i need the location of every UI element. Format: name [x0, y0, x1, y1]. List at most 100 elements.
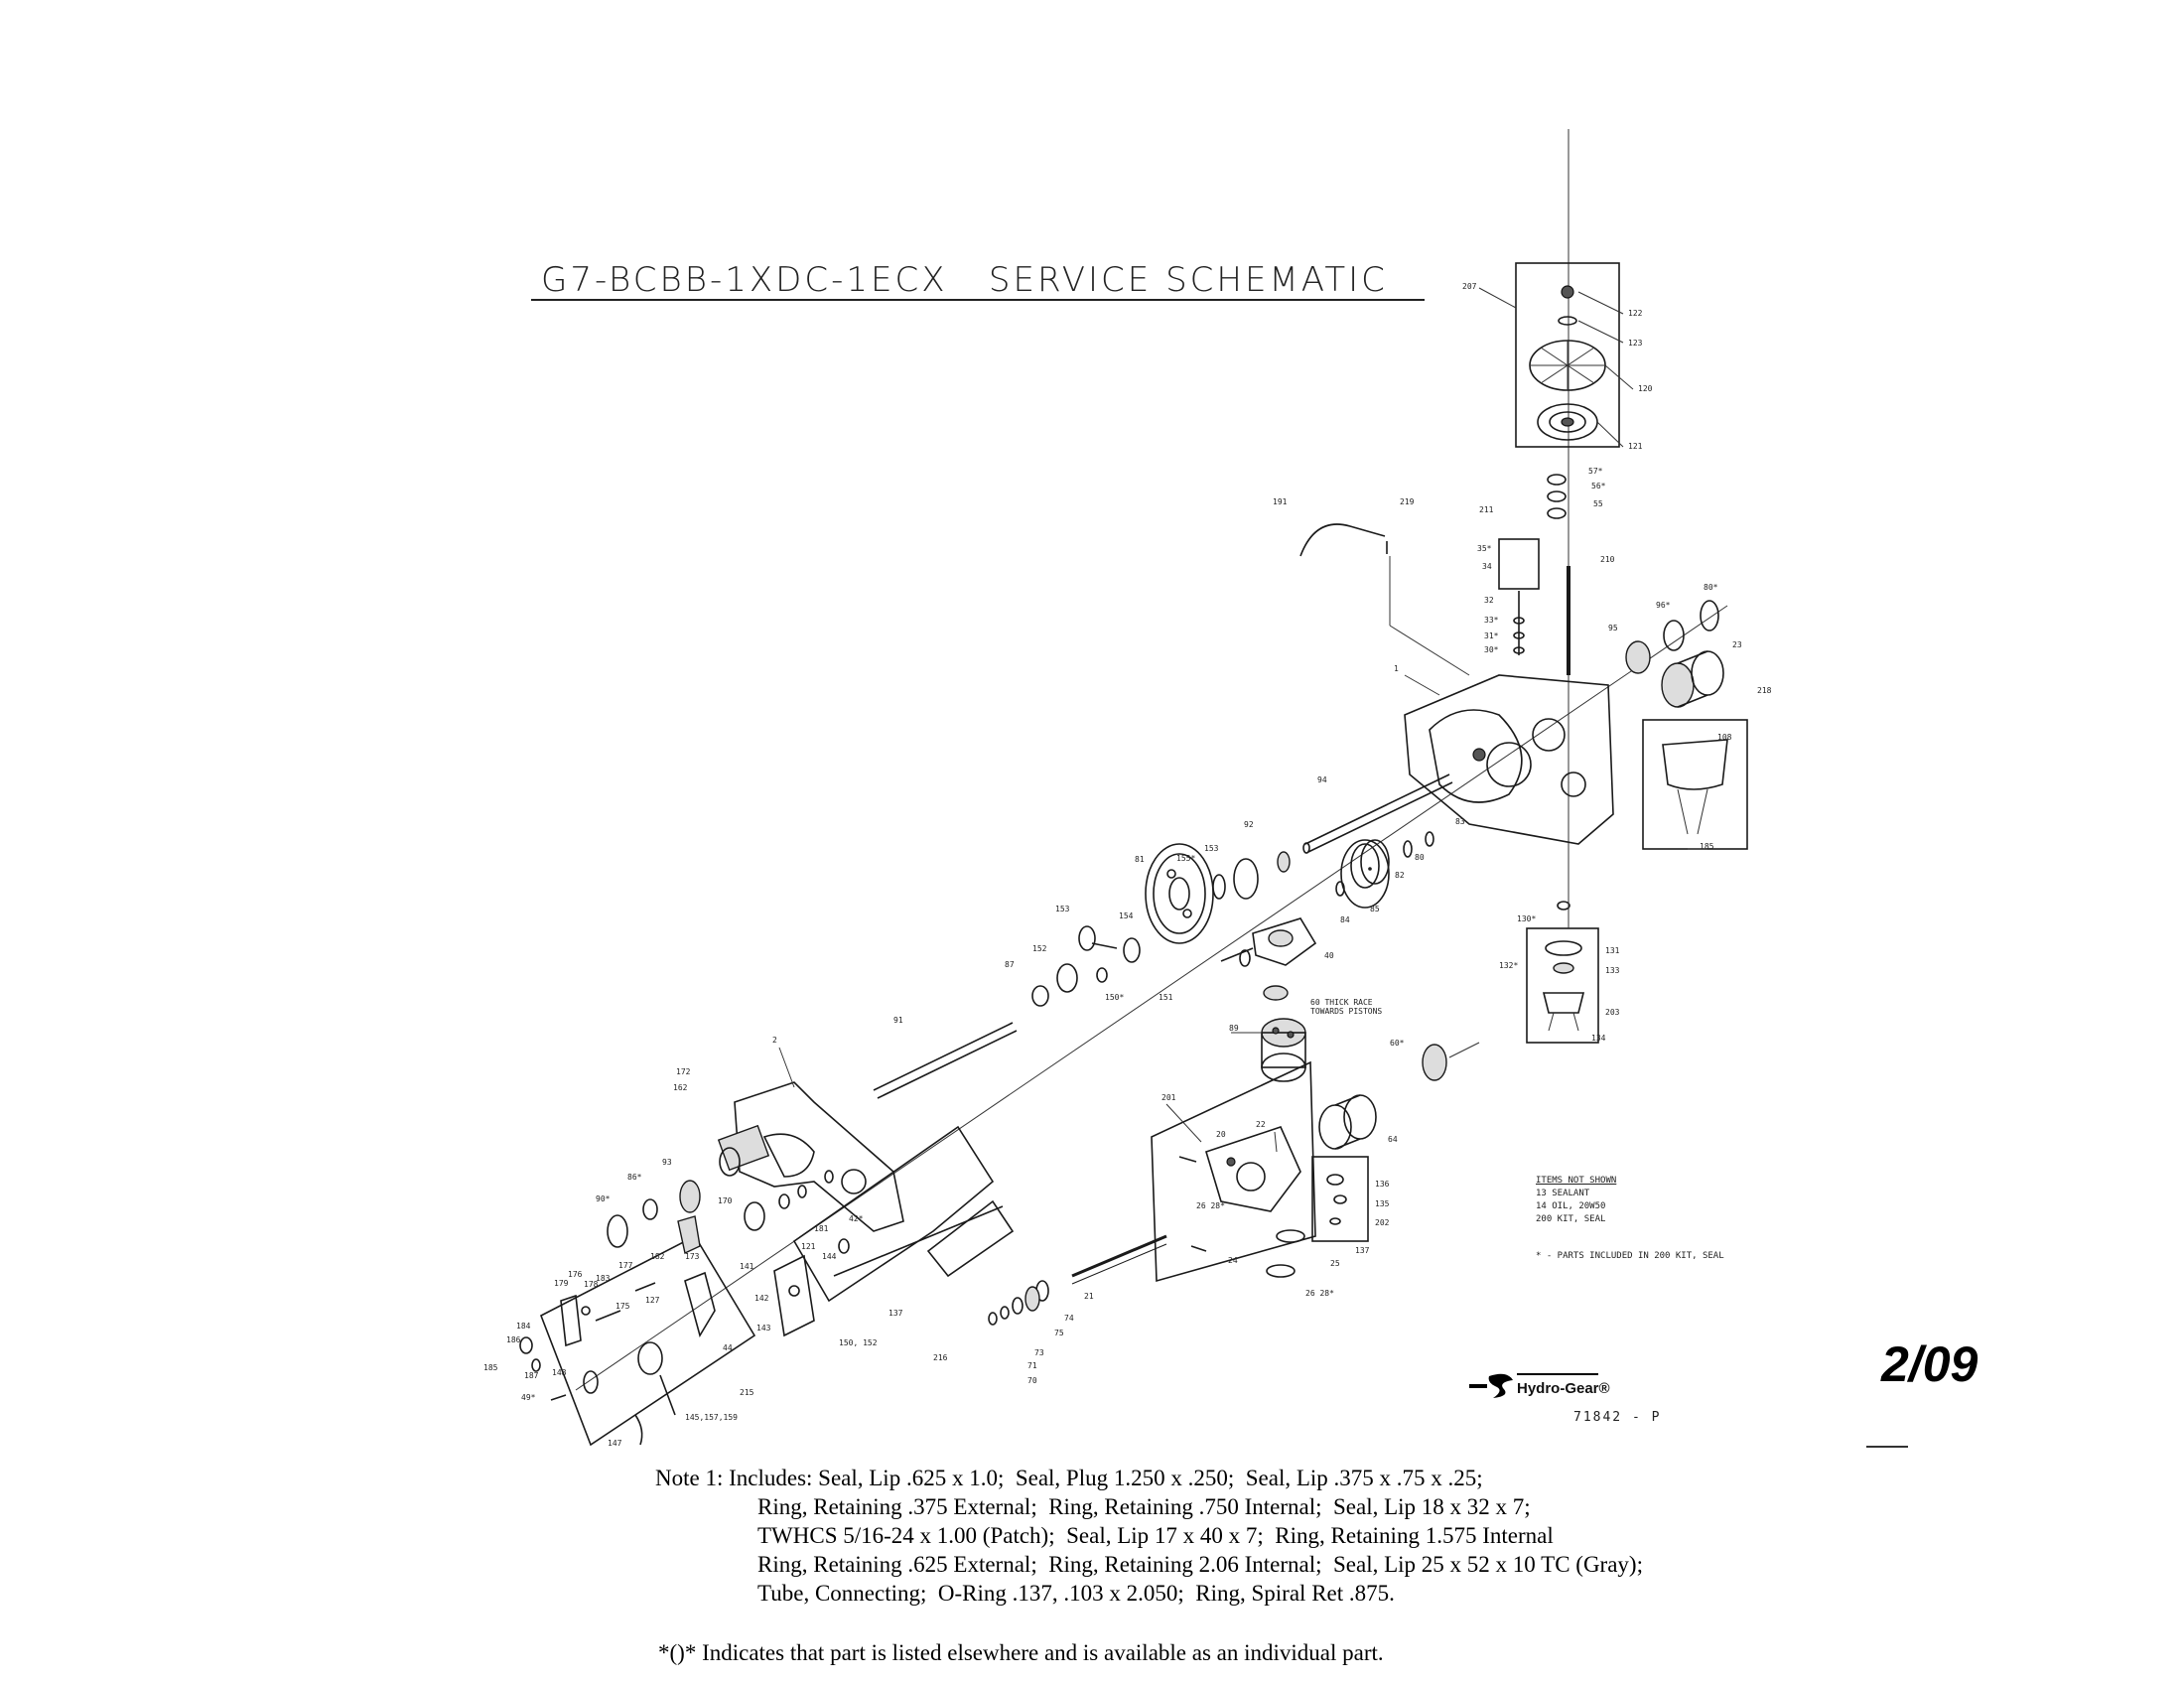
callout-178: 178: [584, 1280, 599, 1289]
washer-87: [1031, 985, 1049, 1007]
o-ring-33: [1513, 617, 1525, 625]
seal-57: [1547, 474, 1567, 486]
callout-150: 150*: [1105, 993, 1124, 1002]
page-rule: [1866, 1446, 1908, 1448]
callout-96: 96*: [1656, 601, 1671, 610]
ball-202: [1329, 1217, 1341, 1225]
o-ring-130: [1557, 901, 1570, 911]
callout-179: 179: [554, 1279, 569, 1288]
pump-group-box: [1151, 1060, 1316, 1283]
washer-92: [1277, 851, 1291, 873]
valve-group-box: [1498, 538, 1540, 590]
thrust-bearing-60: [1263, 985, 1289, 1001]
washer-123: [1558, 316, 1577, 326]
callout-82: 82: [1395, 871, 1405, 880]
ring-80a: [1700, 600, 1719, 632]
callout-120: 120: [1638, 384, 1653, 393]
callout-57: 57*: [1588, 467, 1603, 476]
kit-note: * - PARTS INCLUDED IN 200 KIT, SEAL: [1536, 1251, 1724, 1261]
callout-42: 42*: [849, 1214, 864, 1223]
callout-132: 132*: [1499, 961, 1518, 970]
callout-84: 84: [1340, 915, 1350, 924]
callout-123: 123: [1628, 339, 1643, 348]
callout-148: 148: [552, 1368, 567, 1377]
callout-83: 83: [1455, 817, 1465, 826]
callout-87: 87: [1005, 960, 1015, 969]
ring-131: [1545, 940, 1582, 956]
items-not-shown-row: 13 SEALANT: [1536, 1189, 1590, 1198]
gear-84: [1340, 839, 1390, 909]
schematic-title: G7-BCBB-1XDC-1ECX SERVICE SCHEMATIC: [541, 260, 1388, 300]
callout-60-note: 60 THICK RACE: [1310, 998, 1373, 1007]
bevel-gear-153a: [1233, 858, 1259, 900]
note-line: TWHCS 5/16-24 x 1.00 (Patch); Seal, Lip …: [757, 1523, 1554, 1548]
rod-216: [833, 1205, 1004, 1277]
center-section-40: [1220, 917, 1317, 967]
callout-55: 55: [1593, 499, 1603, 508]
callout-154: 154: [1119, 912, 1134, 920]
seal-60: [1422, 1044, 1447, 1081]
callout-93: 93: [662, 1158, 672, 1167]
callout-30: 30*: [1484, 645, 1499, 654]
bolt-24b: [1190, 1245, 1207, 1252]
cover-203: [1542, 992, 1585, 1014]
seal-56: [1547, 491, 1567, 502]
callout-1: 1: [1394, 664, 1399, 673]
date-stamp: 2/09: [1881, 1336, 1979, 1392]
spring-177: [595, 1310, 621, 1322]
callout-22: 22: [1256, 1120, 1266, 1129]
callout-207: 207: [1462, 282, 1477, 291]
legend-note: *()* Indicates that part is listed elsew…: [658, 1640, 1384, 1665]
bypass-group-box: [539, 1234, 756, 1447]
callout-92: 92: [1244, 820, 1254, 829]
pump-body-20: [1205, 1126, 1301, 1212]
ring-90: [607, 1214, 628, 1248]
bolt-134b: [1572, 1012, 1579, 1032]
callout-33: 33*: [1484, 616, 1499, 625]
leader-lines: [778, 287, 1707, 1143]
callout-218: 218: [1757, 686, 1772, 695]
callout-187: 187: [524, 1371, 539, 1380]
callout-2628: 26 28*: [1196, 1201, 1225, 1210]
callout-2628b: 26 28*: [1305, 1289, 1334, 1298]
callout-175: 175: [615, 1302, 630, 1311]
ring-71: [1000, 1306, 1010, 1320]
gerotor-133: [1553, 962, 1574, 974]
pin-176: [581, 1306, 591, 1316]
callout-191: 191: [1273, 497, 1288, 506]
o-ring-42: [824, 1170, 834, 1184]
callout-31: 31*: [1484, 632, 1499, 640]
callout-60: 60*: [1390, 1039, 1405, 1048]
bull-gear-84: [1368, 867, 1372, 871]
callout-23: 23: [1732, 640, 1742, 649]
title-underline: [531, 299, 1425, 301]
callout-153b: 153: [1055, 905, 1070, 913]
items-not-shown-heading: ITEMS NOT SHOWN: [1536, 1176, 1617, 1186]
callout-121b: 121: [801, 1242, 816, 1251]
items-not-shown-list: ITEMS NOT SHOWN 13 SEALANT 14 OIL, 20W50…: [1536, 1175, 1616, 1226]
callout-56: 56*: [1591, 482, 1606, 491]
callout-34: 34: [1482, 562, 1492, 571]
callout-24: 24: [1228, 1256, 1238, 1265]
callout-210: 210: [1600, 555, 1615, 564]
axle-94: [1302, 773, 1453, 854]
callout-25: 25: [1330, 1259, 1340, 1268]
bevel-gear-153b: [1078, 925, 1096, 951]
callout-40: 40: [1324, 951, 1334, 960]
callout-181: 181: [814, 1224, 829, 1233]
ring-181: [797, 1185, 807, 1198]
hydro-gear-logo: [1469, 1373, 1598, 1398]
pulley-121: [1537, 403, 1598, 441]
bearing-93: [679, 1180, 701, 1213]
callout-94: 94: [1317, 775, 1327, 784]
notes-block: Note 1: Includes: Seal, Lip .625 x 1.0; …: [655, 1464, 1643, 1608]
washer-121b: [778, 1193, 790, 1209]
linkage-group-box: [792, 1125, 995, 1303]
callout-155: 155*: [1176, 854, 1195, 863]
disc-215: [637, 1341, 663, 1375]
ring-170: [744, 1201, 765, 1231]
seal-96: [1663, 620, 1685, 651]
callout-176: 176: [568, 1270, 583, 1279]
callout-137b: 137: [888, 1309, 903, 1318]
callout-143: 143: [756, 1324, 771, 1333]
